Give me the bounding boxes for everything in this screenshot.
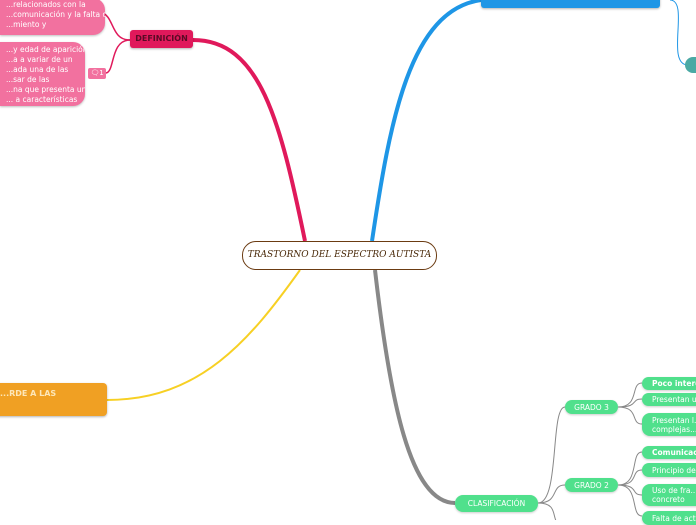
grado-3-node[interactable]: GRADO 3	[565, 400, 618, 414]
grado2-item[interactable]: Falta de act...	[642, 511, 696, 525]
blue-topic-node[interactable]	[481, 0, 660, 8]
note-line: ...ada una de las	[6, 65, 69, 74]
grado2-item[interactable]: Uso de fra...concreto	[642, 484, 696, 506]
item-text: Falta de act...	[652, 513, 696, 523]
item-text: Poco intere...	[652, 379, 696, 388]
note-line: ... a características	[6, 95, 78, 104]
note-line: ...sar de las	[6, 75, 50, 84]
note-line: ...na que presenta un	[6, 85, 85, 94]
note-line: ...miento y	[6, 20, 47, 29]
comment-badge[interactable]: 🗨1	[88, 68, 106, 79]
grado-2-node[interactable]: GRADO 2	[565, 478, 618, 492]
grado2-item[interactable]: Principio de...	[642, 463, 696, 477]
grado3-item[interactable]: Poco intere...	[642, 377, 696, 390]
grado3-item[interactable]: Presentan u...	[642, 393, 696, 406]
item-text: Presentan l...complejas...	[652, 415, 696, 434]
comment-icon: 🗨	[90, 69, 100, 77]
item-text: Uso de fra...concreto	[652, 486, 696, 504]
note-line: ...relacionados con la	[6, 0, 86, 9]
item-text: Presentan u...	[652, 395, 696, 404]
grado2-item[interactable]: Comunicac...	[642, 446, 696, 459]
item-text: Principio de...	[652, 465, 696, 475]
definicion-node[interactable]: DEFINICIÓN	[130, 30, 193, 48]
item-text: Comunicac...	[652, 448, 696, 457]
teal-subtopic-node[interactable]	[685, 57, 696, 73]
grado3-item[interactable]: Presentan l...complejas...	[642, 413, 696, 436]
clasificacion-node[interactable]: CLASIFICACIÓN	[455, 495, 538, 512]
note-line: ...a a variar de un	[6, 55, 73, 64]
note-line: ...y edad de aparición	[6, 45, 85, 54]
note-line: ...comunicación y la falta de	[6, 10, 105, 19]
central-topic[interactable]: TRASTORNO DEL ESPECTRO AUTISTA	[242, 241, 437, 270]
comment-count: 1	[99, 69, 104, 77]
definition-note-1[interactable]: ...relacionados con la...comunicación y …	[0, 0, 105, 35]
definition-note-2[interactable]: ...y edad de aparición...a a variar de u…	[0, 42, 85, 106]
orange-topic-node[interactable]: ...RDE A LAS	[0, 383, 107, 416]
